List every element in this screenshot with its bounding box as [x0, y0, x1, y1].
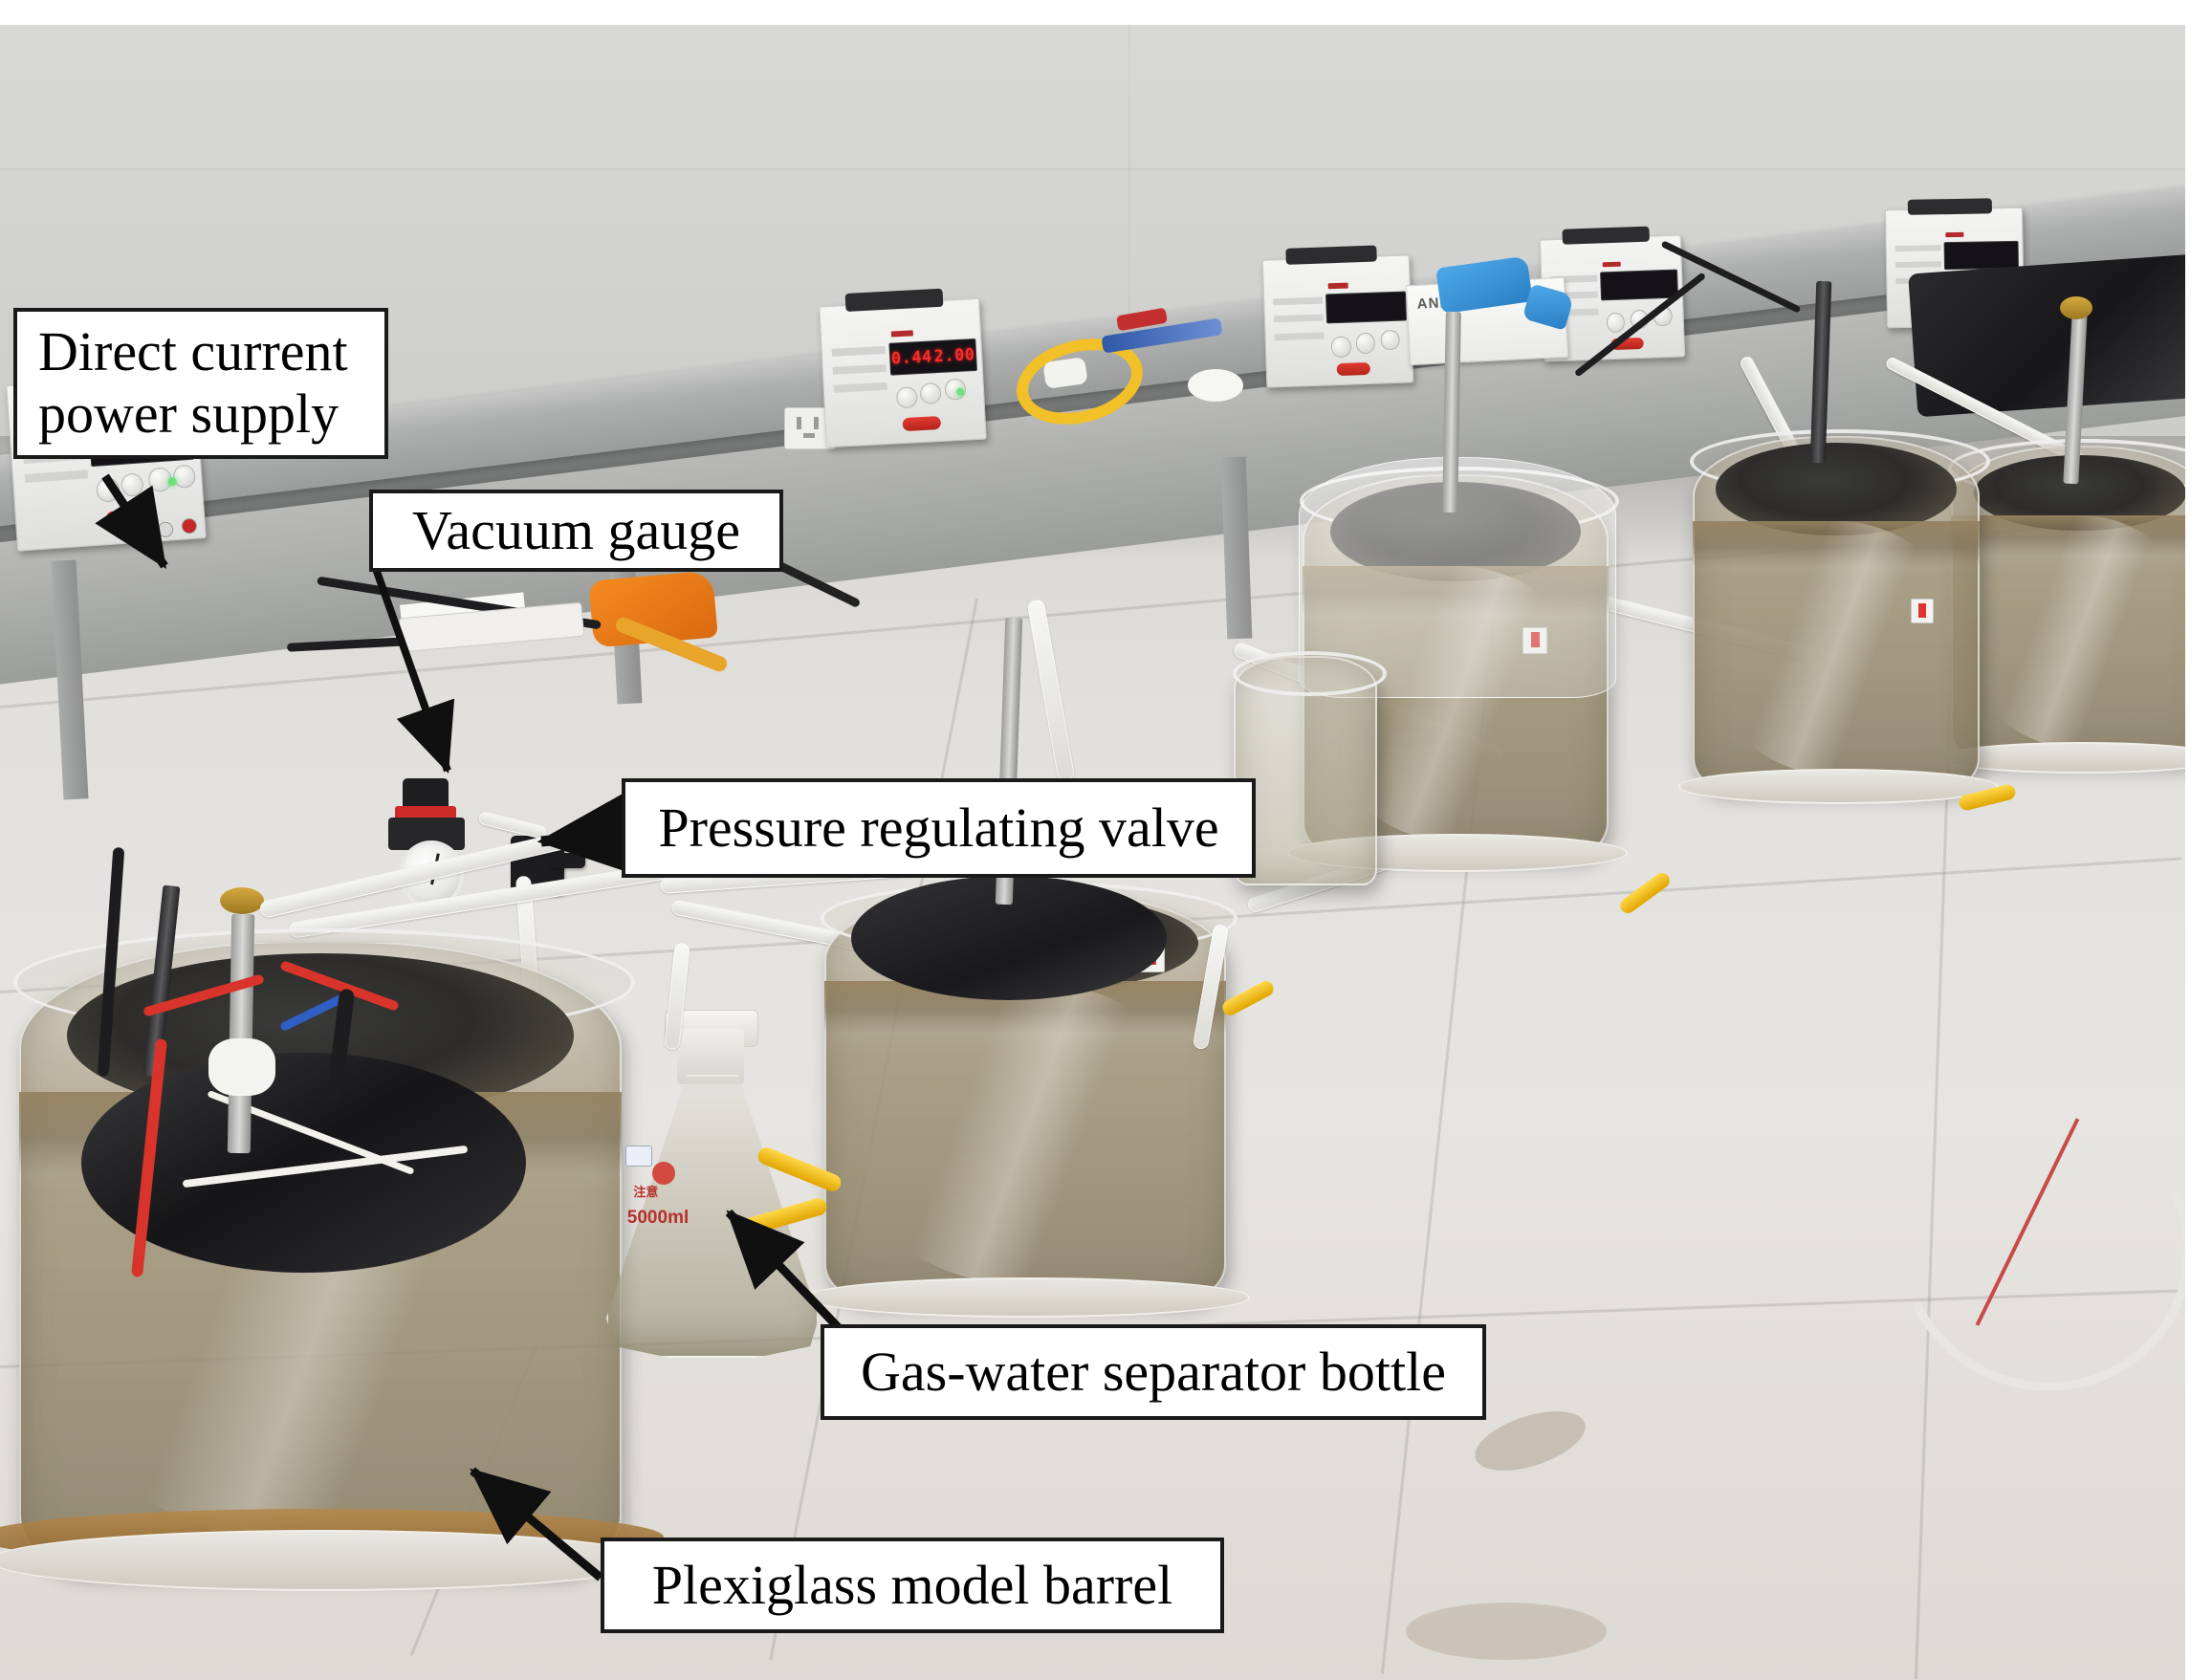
psu-power-button[interactable]	[1336, 361, 1370, 376]
gas-water-separator-bottle: 5000ml 注意	[606, 1009, 819, 1358]
psu-knob[interactable]	[1380, 329, 1401, 351]
psu-brand-stripe	[1945, 232, 1964, 238]
flask-capacity-label: 5000ml	[626, 1208, 690, 1228]
callout-direct-current-power-supply[interactable]: Direct current power supply	[13, 308, 388, 459]
psu-power-led	[955, 387, 965, 397]
psu-vent	[24, 469, 89, 484]
barrel-soil-crust	[1951, 514, 2185, 556]
psu-handle	[1285, 245, 1377, 266]
psu-vent	[1273, 296, 1324, 306]
barrel-soil-crust	[1693, 520, 1980, 567]
psu-display-3	[1325, 291, 1407, 324]
valve-stem[interactable]	[551, 853, 585, 868]
psu-vent	[832, 363, 887, 375]
plexiglass-barrel-5	[1938, 439, 2185, 775]
psu-knob[interactable]	[172, 464, 197, 490]
psu-knob[interactable]	[96, 477, 120, 503]
regulator-lock-ring	[395, 806, 456, 820]
callout-gas-water-separator-bottle[interactable]: Gas-water separator bottle	[821, 1324, 1486, 1420]
laboratory-photograph: 0.44 2.00 0.44 2.00	[0, 25, 2185, 1680]
barrel-highlight	[1960, 514, 2185, 749]
vessel-rim	[1232, 651, 1387, 696]
dc-power-supply-2[interactable]: 0.44 2.00	[819, 288, 987, 448]
psu-knob[interactable]	[1355, 332, 1376, 355]
psu-power-led	[167, 476, 177, 487]
psu-vent	[1894, 260, 1941, 269]
dc-power-supply-3[interactable]	[1261, 245, 1414, 388]
barrel-sticker	[1911, 599, 1934, 624]
psu-display-4	[1600, 269, 1679, 301]
drainage-rod-1	[227, 913, 255, 1154]
barrel-highlight	[1704, 520, 1968, 776]
callout-vacuum-gauge[interactable]: Vacuum gauge	[369, 490, 783, 572]
psu-current-readout: 2.00	[933, 344, 976, 367]
callout-text: Pressure regulating valve	[658, 796, 1219, 859]
psu-power-button[interactable]	[902, 415, 941, 432]
psu-knob[interactable]	[120, 472, 144, 498]
flask-warning-label: 注意	[633, 1184, 659, 1199]
callout-text: Plexiglass model barrel	[651, 1553, 1173, 1616]
callout-text: Gas-water separator bottle	[861, 1340, 1446, 1403]
psu-handle	[1562, 226, 1650, 245]
psu-vent	[1274, 332, 1325, 341]
psu-knob[interactable]	[895, 385, 918, 409]
psu-brand-stripe	[1327, 282, 1348, 289]
psu-vent	[831, 345, 887, 357]
psu-terminal-negative[interactable]	[133, 524, 150, 541]
callout-line-1: Direct current	[38, 320, 348, 383]
brass-fitting-5	[2060, 296, 2092, 319]
psu-voltage-readout: 0.44	[890, 347, 933, 369]
psu-knob[interactable]	[1606, 312, 1626, 334]
floor-stain	[1406, 1603, 1607, 1660]
callout-text: Vacuum gauge	[411, 498, 741, 561]
psu-terminal-ground[interactable]	[157, 521, 174, 538]
psu-power-button[interactable]	[105, 508, 156, 528]
callout-pressure-regulating-valve[interactable]: Pressure regulating valve	[622, 778, 1256, 878]
psu-knob[interactable]	[1330, 336, 1351, 358]
psu-vent	[1273, 314, 1324, 323]
flask-blue-sticker	[624, 1145, 652, 1167]
regulator-cap[interactable]	[403, 778, 449, 809]
psu-vent	[1894, 244, 1941, 252]
psu-terminal-positive[interactable]	[181, 517, 198, 535]
barrel-soil-surface	[1716, 443, 1957, 535]
barrel-base-ring	[804, 1276, 1250, 1319]
flask-red-sticker	[651, 1162, 675, 1186]
plexiglass-barrel-4	[1678, 428, 1998, 804]
psu-display-2: 0.44 2.00	[888, 338, 978, 376]
psu-brand-stripe	[1602, 261, 1622, 268]
callout-plexiglass-model-barrel[interactable]: Plexiglass model barrel	[601, 1538, 1224, 1633]
psu-vent	[833, 382, 888, 393]
psu-knob[interactable]	[919, 382, 942, 405]
sealing-wrap-1	[208, 1038, 275, 1096]
white-disc-tool	[1188, 369, 1243, 402]
psu-brand-stripe	[890, 330, 914, 338]
psu-handle	[1907, 198, 1992, 215]
wall-seam	[0, 168, 2185, 170]
barrel-base-ring	[1678, 768, 1998, 804]
psu-handle	[844, 288, 944, 312]
callout-line-2: power supply	[38, 382, 339, 445]
side-collection-vessel	[1232, 651, 1387, 885]
barrel-base-ring	[0, 1530, 656, 1591]
barrel-highlight	[840, 980, 1211, 1285]
brass-fitting-1	[220, 887, 264, 914]
psu-display-5	[1943, 240, 2020, 271]
